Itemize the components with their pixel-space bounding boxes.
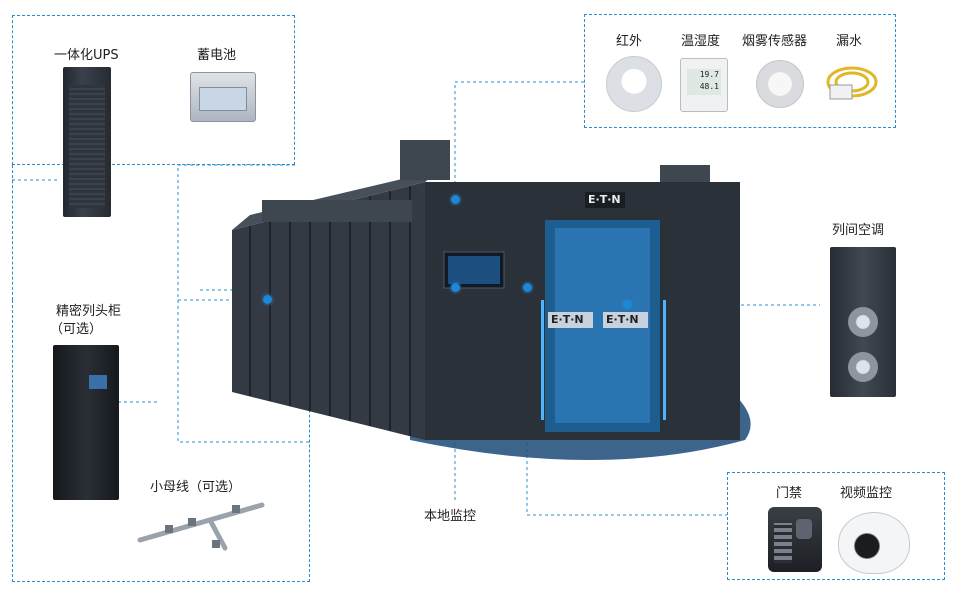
inrow-ac-label: 列间空调: [832, 223, 885, 238]
door-logo-left: E·T·N: [551, 313, 584, 326]
ups-label: 一体化UPS: [54, 48, 119, 63]
ac-fan-2: [848, 352, 878, 382]
ups-cabinet-image: [63, 67, 111, 217]
ups-door: [68, 85, 106, 208]
sensors-box: [584, 14, 896, 128]
battery-label: 蓄电池: [197, 48, 237, 63]
precision-cabinet-note: （可选）: [50, 322, 103, 337]
precision-cabinet-label: 精密列头柜: [56, 304, 122, 319]
inrow-ac-image: [830, 247, 896, 397]
ups-battery-box: [12, 15, 295, 165]
left-panel-border: [12, 165, 13, 300]
smoke-sensor-label: 烟雾传感器: [742, 34, 808, 49]
temp-reading: 19.7: [699, 70, 719, 79]
local-monitor-label: 本地监控: [424, 509, 477, 524]
battery-image: [190, 72, 256, 122]
temp-display: 19.7 48.1: [687, 69, 721, 95]
infrared-sensor-image: [606, 56, 662, 112]
cabinet-screen: [89, 375, 107, 389]
humidity-reading: 48.1: [699, 82, 719, 91]
keypad: [774, 523, 792, 563]
dot-cabinet: [263, 295, 272, 304]
temp-humidity-label: 温湿度: [681, 34, 721, 49]
video-monitor-label: 视频监控: [840, 486, 893, 501]
dot-sensors: [451, 195, 460, 204]
temp-humidity-sensor-image: 19.7 48.1: [680, 58, 728, 112]
busway-label: 小母线（可选）: [150, 480, 242, 495]
infrared-label: 红外: [616, 34, 643, 49]
access-control-image: [768, 507, 822, 572]
access-control-label: 门禁: [776, 486, 803, 501]
ac-fan-1: [848, 307, 878, 337]
dot-access: [523, 283, 532, 292]
cabinet-busway-box: [12, 300, 310, 582]
battery-label-plate: [199, 87, 247, 111]
security-box: [727, 472, 945, 580]
smoke-sensor-image: [756, 60, 804, 108]
top-logo: E·T·N: [588, 193, 621, 206]
dot-ac: [623, 300, 632, 309]
video-camera-image: [838, 512, 910, 574]
door-logo-right: E·T·N: [606, 313, 639, 326]
precision-cabinet-image: [53, 345, 119, 500]
dot-monitor: [451, 283, 460, 292]
water-leak-label: 漏水: [836, 34, 863, 49]
fingerprint-pad: [796, 519, 812, 539]
